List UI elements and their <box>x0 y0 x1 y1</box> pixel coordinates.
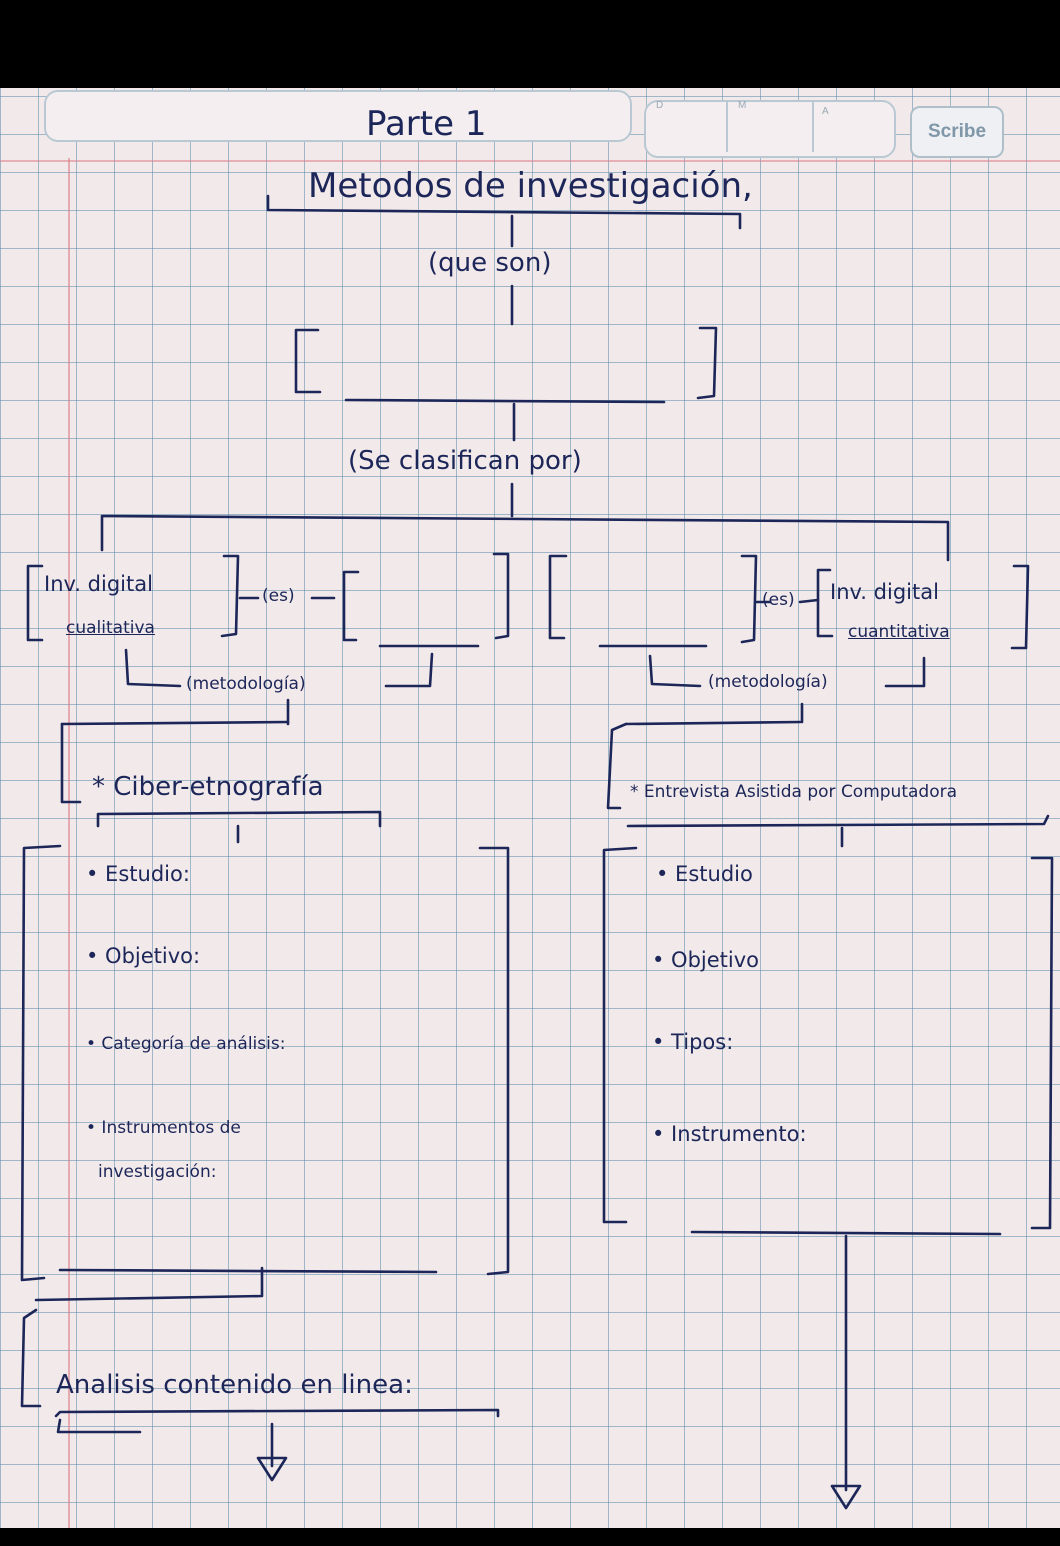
left-item-instruments: • Instrumentos de <box>86 1118 241 1138</box>
left-item-category: • Categoría de análisis: <box>86 1034 286 1054</box>
brand-logo: Scribe <box>910 106 1004 158</box>
right-item-instrument: • Instrumento: <box>652 1122 807 1146</box>
left-item-objective: • Objetivo: <box>86 944 201 968</box>
what-are-label: (que son) <box>428 248 552 278</box>
classified-by-label: (Se clasifican por) <box>348 446 582 476</box>
right-type-line1: Inv. digital <box>830 580 939 604</box>
left-item-study: • Estudio: <box>86 862 190 886</box>
right-item-study: • Estudio <box>656 862 753 886</box>
left-item-instruments-cont: investigación: <box>98 1162 217 1182</box>
date-label-day: D <box>656 100 664 111</box>
right-item-types: • Tipos: <box>652 1030 734 1054</box>
left-type-line2: cualitativa <box>66 618 155 638</box>
left-methodology-label: (metodología) <box>186 674 306 694</box>
notebook-page <box>0 88 1060 1528</box>
page-title: Parte 1 <box>366 104 487 144</box>
date-label-year: A <box>822 106 829 117</box>
date-label-month: M <box>738 100 747 111</box>
left-type-line1: Inv. digital <box>44 572 153 596</box>
main-title: Metodos de investigación, <box>308 166 753 206</box>
right-connector-label: (es) <box>762 590 795 610</box>
right-type-line2: cuantitativa <box>848 622 950 642</box>
date-box <box>644 100 896 158</box>
left-method-name: * Ciber-etnografía <box>92 772 324 802</box>
title-box <box>44 90 632 142</box>
right-item-objective: • Objetivo <box>652 948 760 972</box>
right-method-name: * Entrevista Asistida por Computadora <box>630 782 958 802</box>
page-left-margin-line <box>68 158 70 1528</box>
next-method-label: Analisis contenido en linea: <box>56 1370 413 1400</box>
page-top-margin-line <box>0 160 1060 162</box>
left-connector-label: (es) <box>262 586 295 606</box>
right-methodology-label: (metodología) <box>708 672 828 692</box>
